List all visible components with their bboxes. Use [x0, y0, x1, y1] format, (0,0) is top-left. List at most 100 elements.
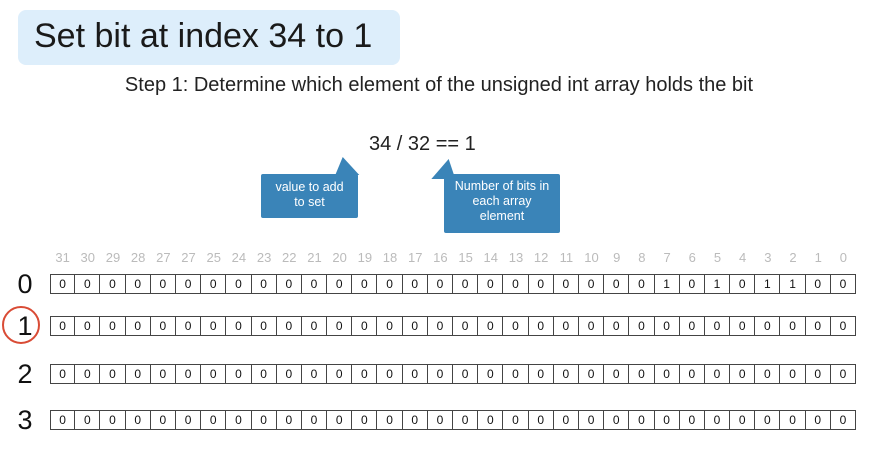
bit-index-label: 3 [764, 250, 772, 265]
bit-cell: 0 [553, 364, 579, 384]
bit-cell: 0 [301, 274, 328, 294]
bit-cell: 0 [402, 274, 428, 294]
bit-cell: 0 [427, 364, 453, 384]
bit-index-label: 29 [105, 250, 121, 265]
bit-cell: 0 [352, 364, 378, 384]
bit-cell: 0 [503, 316, 529, 336]
bit-index-label: 7 [663, 250, 671, 265]
bit-cell: 0 [478, 364, 504, 384]
page-title: Set bit at index 34 to 1 [34, 17, 373, 55]
bit-cell: 0 [301, 410, 328, 430]
bit-cell: 0 [251, 274, 277, 294]
bit-index-label: 4 [739, 250, 747, 265]
bit-cell: 0 [679, 274, 705, 294]
callout-bits-per-element-text: Number of bits in each array element [454, 179, 550, 223]
array-index-label: 3 [17, 405, 33, 435]
callout-value-to-add: value to add to set [261, 174, 358, 218]
bit-cell: 0 [226, 316, 252, 336]
bit-cell: 0 [578, 410, 605, 430]
bit-cell: 0 [150, 274, 176, 294]
bit-cell: 0 [704, 364, 731, 384]
bit-cell: 0 [125, 274, 151, 294]
bit-cell: 0 [478, 316, 504, 336]
bit-index-label: 2 [789, 250, 797, 265]
bit-cell: 0 [251, 364, 277, 384]
bit-cell: 0 [327, 274, 353, 294]
bit-cell: 0 [780, 410, 806, 430]
bit-cell: 0 [629, 364, 655, 384]
bit-cell: 0 [478, 410, 504, 430]
bit-cell: 0 [352, 274, 378, 294]
bit-cell: 0 [805, 410, 831, 430]
bit-cell: 0 [755, 410, 781, 430]
bit-cell: 0 [503, 410, 529, 430]
bit-cell: 0 [478, 274, 504, 294]
bit-cell: 0 [578, 274, 605, 294]
bit-cell: 0 [604, 364, 630, 384]
bit-cell: 0 [427, 410, 453, 430]
bit-cell: 0 [780, 316, 806, 336]
bit-cell: 0 [427, 316, 453, 336]
bit-cell: 0 [730, 274, 756, 294]
title-banner: Set bit at index 34 to 1 [18, 10, 400, 65]
bit-cell: 0 [75, 316, 101, 336]
bit-cell: 0 [704, 316, 731, 336]
bit-index-label: 6 [688, 250, 696, 265]
bit-cell: 0 [830, 316, 856, 336]
bit-index-label: 24 [231, 250, 247, 265]
callout-bits-per-element: Number of bits in each array element [444, 174, 560, 233]
bit-index-label: 5 [713, 250, 722, 265]
bit-index-label: 28 [130, 250, 146, 265]
bit-index-label: 9 [613, 250, 621, 265]
bit-cell: 0 [528, 410, 554, 430]
bit-cell: 0 [175, 410, 202, 430]
bit-index-label: 8 [638, 250, 646, 265]
bit-cell: 0 [100, 410, 126, 430]
bit-cell: 0 [402, 364, 428, 384]
bit-cell: 0 [175, 316, 202, 336]
bit-cell: 0 [578, 316, 605, 336]
bit-cell: 0 [604, 410, 630, 430]
bit-cell: 0 [654, 410, 680, 430]
bit-cell: 0 [100, 316, 126, 336]
bit-index-label: 12 [533, 250, 549, 265]
bit-index-label: 27 [181, 250, 196, 265]
bit-index-label: 25 [206, 250, 221, 265]
bit-cell: 1 [704, 274, 731, 294]
bit-index-label: 23 [256, 250, 272, 265]
bit-cell: 0 [453, 274, 479, 294]
bit-cell: 0 [377, 316, 403, 336]
bit-index-label: 31 [55, 250, 70, 265]
bit-index-label: 20 [332, 250, 347, 265]
bit-cell: 0 [553, 410, 579, 430]
bit-cell: 0 [251, 410, 277, 430]
bit-cell: 0 [629, 316, 655, 336]
bit-cell: 0 [679, 316, 705, 336]
bit-cell: 0 [276, 316, 302, 336]
bit-cell: 0 [805, 364, 831, 384]
bit-cell: 0 [553, 316, 579, 336]
bit-cell: 1 [654, 274, 680, 294]
bit-cell: 0 [327, 316, 353, 336]
bit-cell: 0 [352, 410, 378, 430]
bit-cell: 0 [629, 410, 655, 430]
bit-cell: 0 [50, 410, 76, 430]
bit-index-label: 0 [839, 250, 848, 265]
bit-cell: 0 [125, 316, 151, 336]
bit-cell: 0 [201, 274, 227, 294]
bit-cell: 0 [100, 364, 126, 384]
bit-cell: 0 [679, 410, 705, 430]
bit-cell: 0 [503, 364, 529, 384]
highlight-circle [2, 306, 40, 344]
bit-index-label: 1 [814, 250, 822, 265]
bit-cell: 0 [402, 410, 428, 430]
array-index-label: 0 [17, 269, 33, 299]
bit-cell: 0 [453, 364, 479, 384]
bit-cell: 0 [150, 364, 176, 384]
callout-value-to-add-text: value to add to set [275, 180, 344, 209]
array-index-label: 1 [17, 311, 33, 341]
